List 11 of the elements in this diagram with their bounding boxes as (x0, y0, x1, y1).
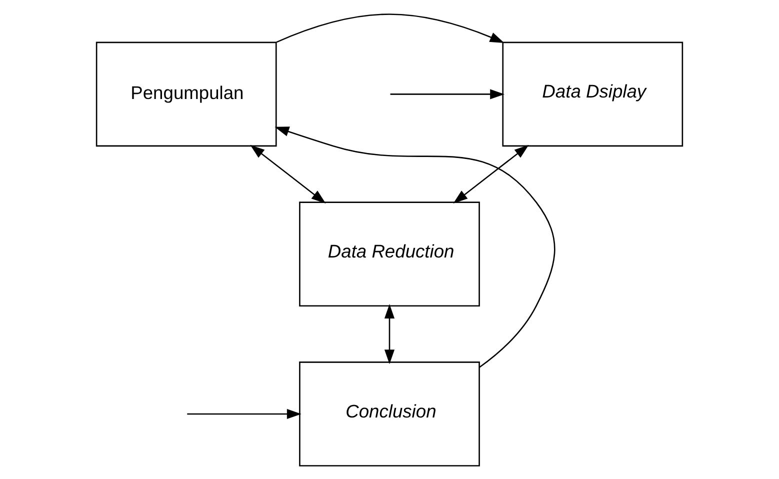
arrow (453, 144, 529, 203)
arrow (250, 144, 326, 203)
node-box: Pengumpulan (96, 41, 277, 146)
node-box: Conclusion (299, 361, 480, 466)
node-box: Data Reduction (299, 201, 480, 306)
arrow (187, 408, 302, 419)
arrow (390, 88, 505, 99)
arrow (274, 126, 556, 368)
node-box: Data Dsiplay (502, 41, 684, 146)
arrow (384, 304, 395, 364)
arrow (276, 13, 504, 42)
